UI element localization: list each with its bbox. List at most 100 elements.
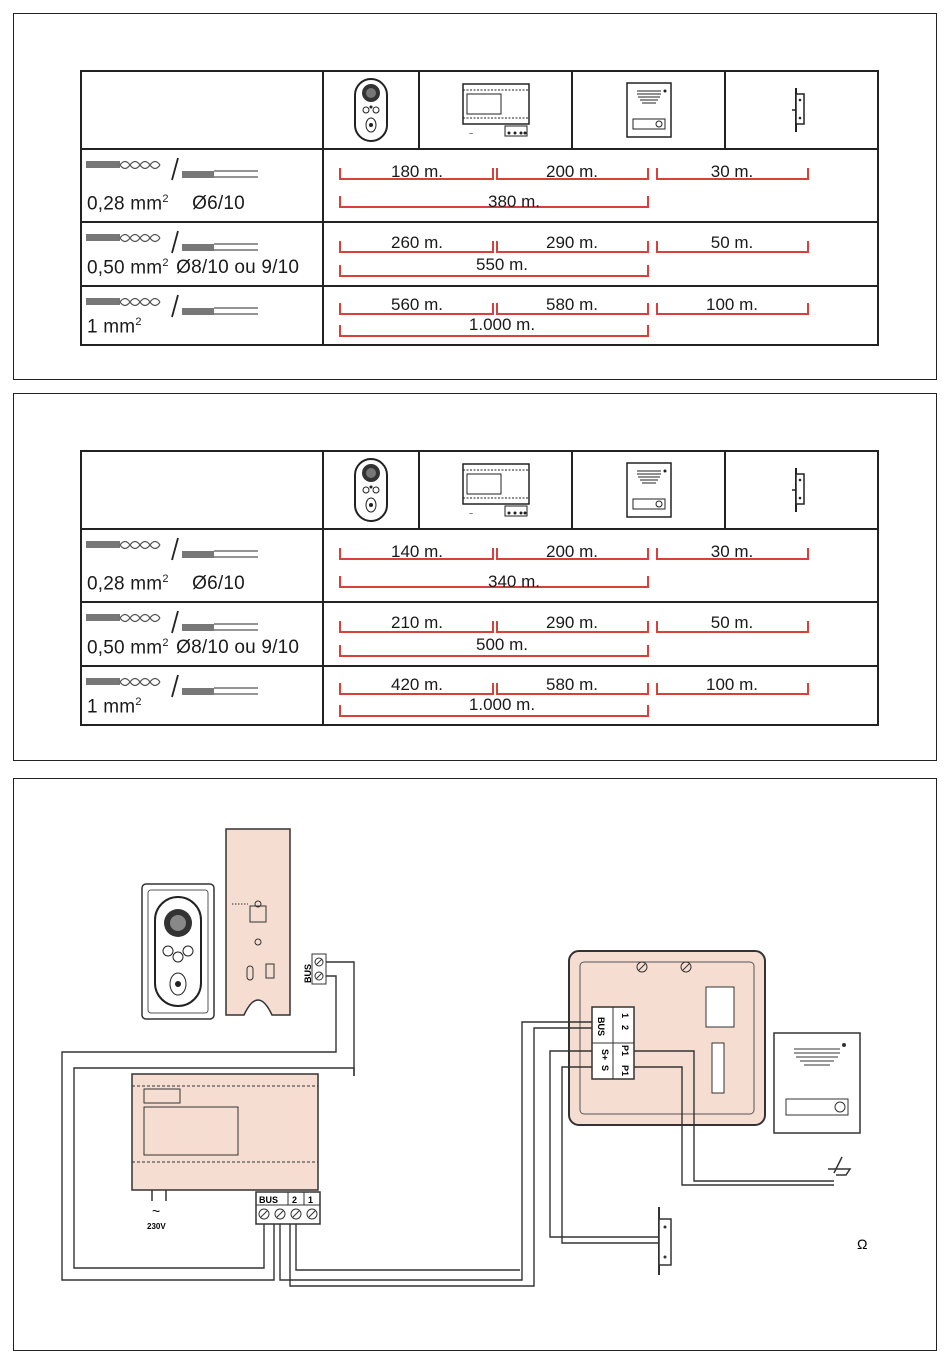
- door-panel-column: [571, 70, 726, 150]
- door-panel-icon: [625, 462, 672, 518]
- distance-handset: 420 m.: [391, 675, 443, 694]
- wiring-schematic-panel: BUS ~ BUS 2 1 230V: [13, 778, 937, 1351]
- header-empty-cell: [80, 70, 324, 150]
- distance-marker: [339, 645, 649, 657]
- distance-marker: [656, 241, 809, 253]
- wire-diameter: Ø6/10: [192, 573, 245, 594]
- terminal-2: 2: [292, 1195, 297, 1205]
- twisted-pair-icon: [86, 610, 258, 634]
- distance-lock: 50 m.: [710, 233, 754, 252]
- door-lock-column: [724, 450, 879, 530]
- distance-marker: [496, 683, 649, 695]
- cable-section: 1 mm: [87, 696, 136, 717]
- wire-diameter: Ø8/10 ou 9/10: [176, 637, 300, 658]
- distance-marker: [496, 168, 649, 180]
- panel-terminal-1: 1: [620, 1013, 630, 1018]
- ac-symbol-icon: ~: [152, 1203, 160, 1219]
- distance-cell: 560 m. 580 m. 100 m. 1.000 m.: [322, 285, 879, 346]
- panel-terminal-s-plus: S+: [600, 1049, 610, 1060]
- header-empty-cell: [80, 450, 324, 530]
- section-exponent: 2: [162, 572, 169, 585]
- distance-total: 500 m.: [476, 635, 528, 654]
- panel-terminal-s: S: [600, 1065, 610, 1071]
- distance-marker: [496, 303, 649, 315]
- distance-marker: [496, 621, 649, 633]
- cable-section: 0,28 mm: [87, 193, 163, 214]
- cable-row-1mm: 1 mm2 420 m. 580 m. 100 m. 1.000 m.: [80, 665, 879, 726]
- cable-section-cell: 0,50 mm2 Ø8/10 ou 9/10: [80, 221, 324, 287]
- section-exponent: 2: [162, 256, 169, 269]
- cable-distance-table-2: ~: [80, 450, 879, 726]
- distance-lock: 30 m.: [710, 162, 754, 181]
- distance-panel: 290 m.: [546, 613, 598, 632]
- twisted-pair-icon: [86, 537, 258, 561]
- handset-column: [322, 450, 420, 530]
- door-panel-box: [568, 950, 766, 1126]
- door-lock-column: [724, 70, 879, 150]
- distance-panel: 290 m.: [546, 233, 598, 252]
- distance-marker: [656, 548, 809, 560]
- handset-column: [322, 70, 420, 150]
- section-exponent: 2: [162, 636, 169, 649]
- distance-panel: 200 m.: [546, 162, 598, 181]
- distance-cell: 260 m. 290 m. 50 m. 550 m.: [322, 221, 879, 287]
- cable-section: 1 mm: [87, 316, 136, 337]
- intercom-handset-icon: [141, 883, 215, 1020]
- distance-marker: [656, 303, 809, 315]
- distance-handset: 260 m.: [391, 233, 443, 252]
- cable-section: 0,28 mm: [87, 573, 163, 594]
- distance-marker: [656, 683, 809, 695]
- twisted-pair-icon: [86, 674, 258, 698]
- distance-handset: 180 m.: [391, 162, 443, 181]
- distance-marker: [656, 168, 809, 180]
- cable-section-cell: 0,50 mm2 Ø8/10 ou 9/10: [80, 601, 324, 667]
- distance-marker: [339, 265, 649, 277]
- distance-panel: 580 m.: [546, 675, 598, 694]
- section-exponent: 2: [135, 695, 142, 708]
- distance-cell: 180 m. 200 m. 30 m. 380 m.: [322, 148, 879, 223]
- intercom-handset-icon: [354, 78, 388, 142]
- power-supply-icon: ~: [461, 463, 530, 518]
- cable-distance-table-1: ~: [80, 70, 879, 346]
- distance-marker: [339, 168, 494, 180]
- cable-section: 0,50 mm: [87, 637, 163, 658]
- distance-lock: 50 m.: [710, 613, 754, 632]
- intercom-handset-icon: [354, 458, 388, 522]
- panel-terminal-p1: P1: [620, 1045, 630, 1056]
- door-lock-icon: [658, 1207, 672, 1275]
- distance-marker: [339, 621, 494, 633]
- twisted-pair-icon: [86, 294, 258, 318]
- distance-marker: [496, 548, 649, 560]
- wire-diameter: Ø8/10 ou 9/10: [176, 257, 300, 278]
- distance-handset: 140 m.: [391, 542, 443, 561]
- cable-section-cell: 0,28 mm2 Ø6/10: [80, 528, 324, 603]
- distance-total: 380 m.: [488, 192, 540, 211]
- omega-symbol: Ω: [857, 1236, 867, 1252]
- distance-marker: [339, 303, 494, 315]
- twisted-pair-icon: [86, 157, 258, 181]
- power-supply-icon: ~: [131, 1073, 321, 1225]
- door-panel-column: [571, 450, 726, 530]
- cable-distance-panel-2: ~: [13, 393, 937, 761]
- door-lock-icon: [791, 468, 805, 512]
- distance-marker: [339, 325, 649, 337]
- panel-terminal-bus: BUS: [596, 1017, 606, 1036]
- distance-total: 1.000 m.: [468, 695, 536, 714]
- terminal-1: 1: [308, 1195, 313, 1205]
- svg-text:~: ~: [469, 511, 473, 518]
- distance-marker: [496, 241, 649, 253]
- cable-section-cell: 1 mm2: [80, 285, 324, 346]
- door-lock-icon: [791, 88, 805, 132]
- distance-cell: 140 m. 200 m. 30 m. 340 m.: [322, 528, 879, 603]
- distance-total: 340 m.: [488, 572, 540, 591]
- cable-row-050: 0,50 mm2 Ø8/10 ou 9/10 260 m. 290 m. 50 …: [80, 221, 879, 287]
- panel-terminal-p1-b: P1: [620, 1065, 630, 1076]
- door-button-icon: [828, 1156, 852, 1176]
- bus-label: BUS: [303, 964, 313, 983]
- distance-lock: 30 m.: [710, 542, 754, 561]
- twisted-pair-icon: [86, 230, 258, 254]
- door-panel-icon: [625, 82, 672, 138]
- distance-marker: [339, 548, 494, 560]
- distance-marker: [339, 683, 494, 695]
- distance-total: 550 m.: [476, 255, 528, 274]
